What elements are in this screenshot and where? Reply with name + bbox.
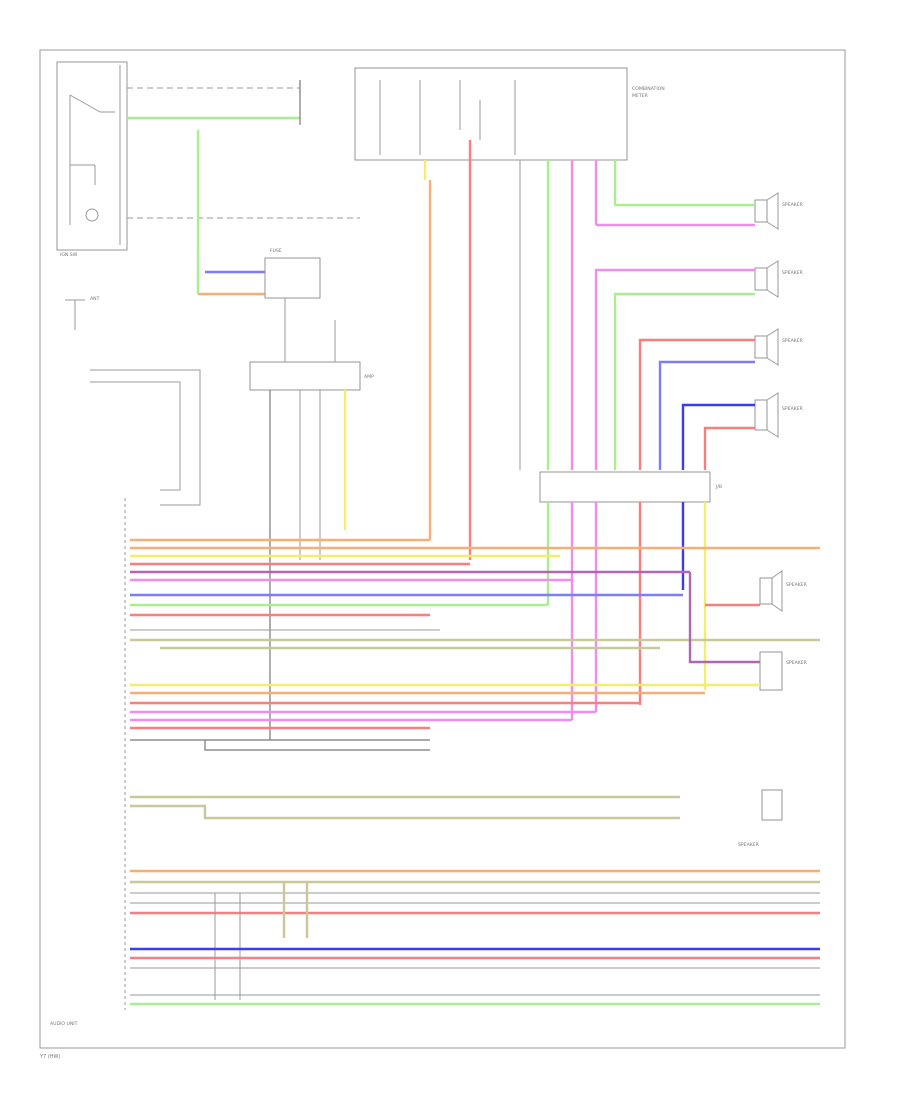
- audio-unit: AUDIO UNIT: [50, 498, 126, 1027]
- junction-block: J/B: [539, 471, 722, 503]
- svg-text:COMBINATION: COMBINATION: [632, 86, 665, 92]
- speaker-mid-2: SPEAKER: [759, 651, 808, 691]
- ignition-switch: IGN SW: [56, 61, 128, 258]
- svg-text:SPEAKER: SPEAKER: [786, 660, 808, 666]
- svg-text:FUSE: FUSE: [270, 248, 282, 254]
- svg-text:SPEAKER: SPEAKER: [782, 338, 804, 344]
- speaker-mid-1: SPEAKER: [759, 570, 808, 612]
- svg-text:AUDIO UNIT: AUDIO UNIT: [50, 1021, 78, 1027]
- front-speaker-left: SPEAKER: [754, 260, 804, 298]
- svg-text:SPEAKER: SPEAKER: [782, 270, 804, 276]
- footer-code: Y7 (HW): [39, 1054, 60, 1060]
- radio-amplifier: AMP: [249, 361, 374, 391]
- diagram-frame: [39, 49, 846, 1049]
- combination-meter: COMBINATION METER: [354, 67, 665, 161]
- svg-text:SPEAKER: SPEAKER: [738, 842, 760, 848]
- svg-text:ANT: ANT: [90, 296, 100, 302]
- antenna: ANT: [65, 296, 100, 330]
- svg-text:SPEAKER: SPEAKER: [786, 582, 808, 588]
- svg-text:AMP: AMP: [364, 374, 374, 380]
- rear-speaker-left: SPEAKER: [754, 392, 804, 438]
- front-speaker-right: SPEAKER: [754, 192, 804, 230]
- speaker-lower: SPEAKER: [738, 789, 783, 848]
- svg-text:METER: METER: [632, 93, 649, 99]
- svg-text:J/B: J/B: [715, 484, 722, 490]
- svg-text:IGN SW: IGN SW: [60, 252, 78, 258]
- svg-text:SPEAKER: SPEAKER: [782, 202, 804, 208]
- fuse-block: FUSE: [264, 248, 321, 299]
- rear-speaker-right: SPEAKER: [754, 328, 804, 366]
- svg-text:SPEAKER: SPEAKER: [782, 406, 804, 412]
